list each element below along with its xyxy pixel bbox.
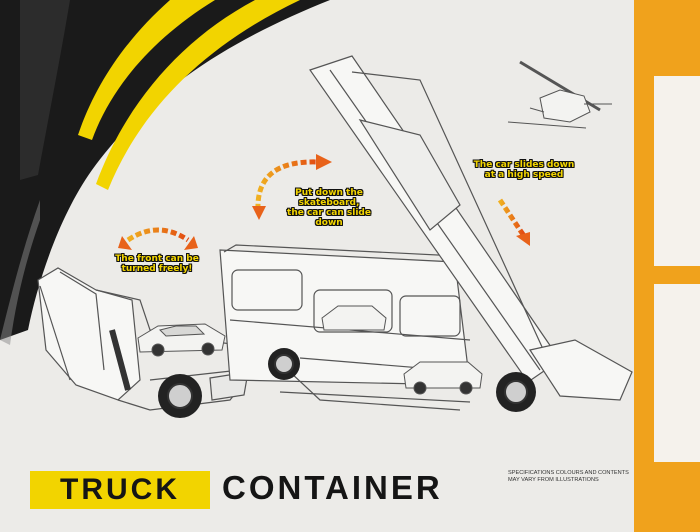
side-photo-window-bottom: [654, 284, 700, 462]
side-photo-window-top: [654, 76, 700, 266]
car-on-cab-drawing: [137, 323, 226, 357]
raised-ramp-drawing: [309, 55, 633, 401]
helicopter-drawing: [507, 60, 612, 129]
brand-word-container: CONTAINER: [222, 469, 443, 506]
wheels-drawing: [158, 348, 536, 418]
swoosh-graphic: [0, 0, 330, 345]
callout-skateboard: Put down the skateboard, the car can sli…: [287, 188, 371, 228]
truck-cab-drawing: [37, 267, 251, 411]
arrow-skateboard-icon: [252, 154, 332, 220]
callout-slide-speed: The car slides down at a high speed: [473, 160, 575, 180]
arrow-slide-icon: [497, 198, 530, 246]
callout-front-turning: The front can be turned freely!: [115, 254, 199, 274]
arrow-front-icon: [118, 227, 198, 250]
car-in-trailer-drawing: [321, 305, 483, 395]
brand-word-truck: TRUCK: [30, 471, 210, 509]
disclaimer-text: SPECIFICATIONS COLOURS AND CONTENTS MAY …: [508, 470, 629, 483]
